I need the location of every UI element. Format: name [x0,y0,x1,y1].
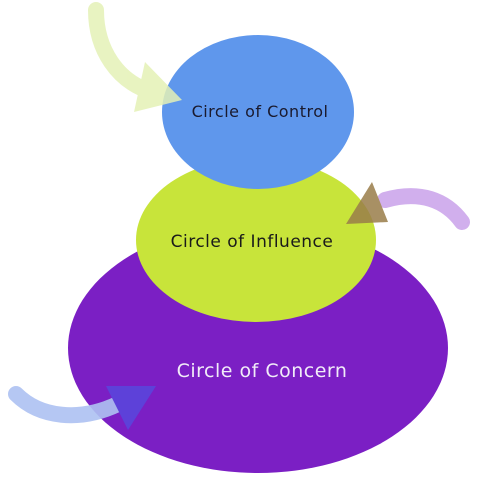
arrow-to-concern-head [106,386,156,430]
label-circle-of-control: Circle of Control [192,102,329,121]
label-circle-of-concern: Circle of Concern [177,360,348,382]
arrow-to-control-head [134,62,182,112]
arrow-to-concern-shaft [8,386,126,424]
arrow-to-influence [346,182,470,230]
arrow-to-concern [8,386,156,430]
arrow-to-influence-shaft [377,188,470,230]
circle-of-influence [136,158,376,322]
arrow-to-influence-head [346,182,388,224]
label-circle-of-influence: Circle of Influence [171,232,334,252]
arrow-to-control [88,2,182,112]
circle-of-control [162,35,354,189]
